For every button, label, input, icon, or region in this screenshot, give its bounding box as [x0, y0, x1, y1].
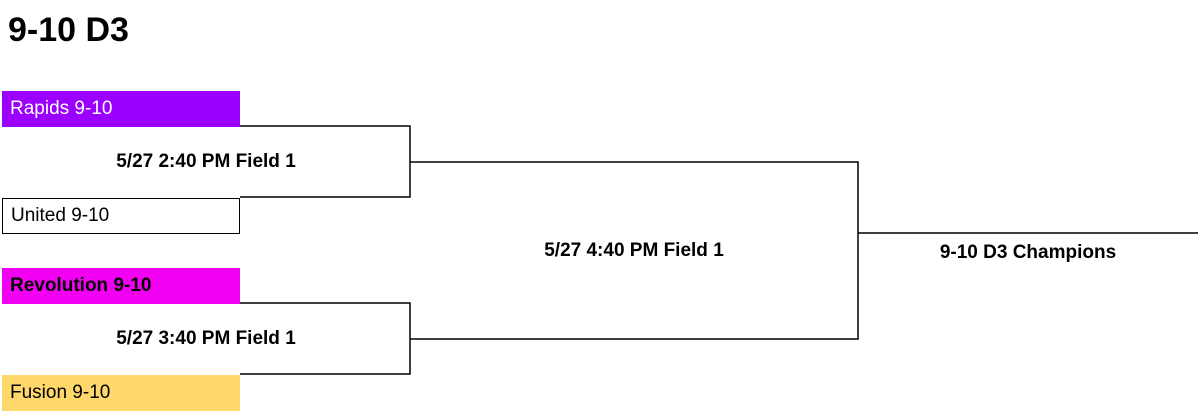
team-name: Revolution 9-10 — [10, 275, 152, 296]
champion-label: 9-10 D3 Champions — [939, 242, 1117, 263]
bracket-title: 9-10 D3 — [8, 11, 129, 49]
team-name: Rapids 9-10 — [10, 98, 113, 119]
match-2-label: 5/27 3:40 PM Field 1 — [116, 328, 296, 349]
team-slot-united: United 9-10 — [2, 198, 240, 234]
team-slot-revolution: Revolution 9-10 — [2, 268, 240, 304]
final-match-label: 5/27 4:40 PM Field 1 — [544, 240, 724, 261]
team-slot-fusion: Fusion 9-10 — [2, 375, 240, 411]
team-name: Fusion 9-10 — [10, 382, 111, 403]
team-slot-rapids: Rapids 9-10 — [2, 91, 240, 127]
final-connector — [410, 161, 859, 340]
team-name: United 9-10 — [11, 205, 110, 226]
match-1-label: 5/27 2:40 PM Field 1 — [116, 151, 296, 172]
